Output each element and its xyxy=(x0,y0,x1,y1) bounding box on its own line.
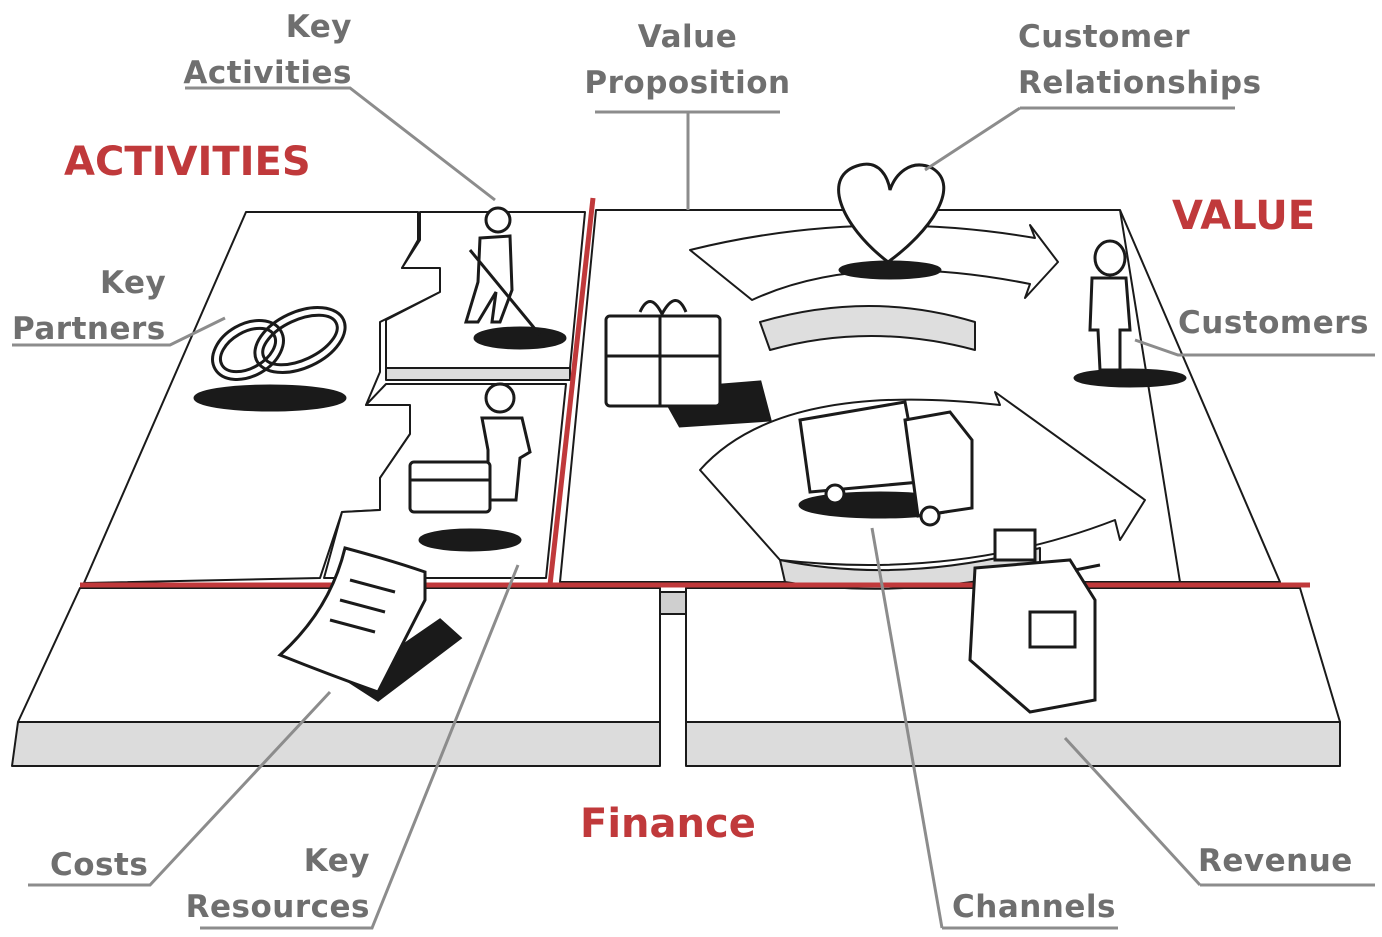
customer-person-icon xyxy=(1073,239,1187,388)
working-person-icon xyxy=(408,382,532,552)
truck-icon xyxy=(798,400,974,527)
section-dividers xyxy=(80,197,1310,588)
finance-section-title: Finance xyxy=(580,801,756,847)
gift-icon xyxy=(604,299,772,428)
value-proposition-line-1: Value xyxy=(637,19,738,55)
rings-icon xyxy=(193,306,347,412)
costs-label: Costs xyxy=(50,847,149,883)
value-proposition-line-2: Proposition xyxy=(584,65,791,101)
key-partners-line-1: Key xyxy=(100,265,167,301)
customer-relationships-label: Customer Relationships xyxy=(1018,14,1280,106)
value-section-title: VALUE xyxy=(1172,193,1316,239)
key-resources-line-1: Key xyxy=(303,843,370,879)
key-resources-label: Key Resources xyxy=(170,838,370,930)
key-activities-label: Key Activities xyxy=(180,4,352,96)
document-icon xyxy=(277,546,463,702)
customers-label: Customers xyxy=(1178,305,1369,341)
key-partners-label: Key Partners xyxy=(12,260,182,352)
callout-lines xyxy=(12,86,1375,930)
customer-relationships-line-1: Customer xyxy=(1018,19,1191,55)
activities-section-title: ACTIVITIES xyxy=(64,139,311,185)
heart-icon xyxy=(837,162,946,280)
key-activities-line-2: Activities xyxy=(183,55,352,91)
finance-board xyxy=(11,587,1341,767)
customer-relationships-line-2: Relationships xyxy=(1018,65,1262,101)
value-proposition-label: Value Proposition xyxy=(575,14,800,106)
revenue-label: Revenue xyxy=(1198,843,1353,879)
digging-person-icon xyxy=(463,206,567,350)
cash-register-icon xyxy=(968,528,1101,714)
key-activities-line-1: Key xyxy=(285,9,352,45)
key-partners-line-2: Partners xyxy=(12,311,166,347)
key-resources-line-2: Resources xyxy=(185,889,370,925)
channels-label: Channels xyxy=(952,889,1116,925)
